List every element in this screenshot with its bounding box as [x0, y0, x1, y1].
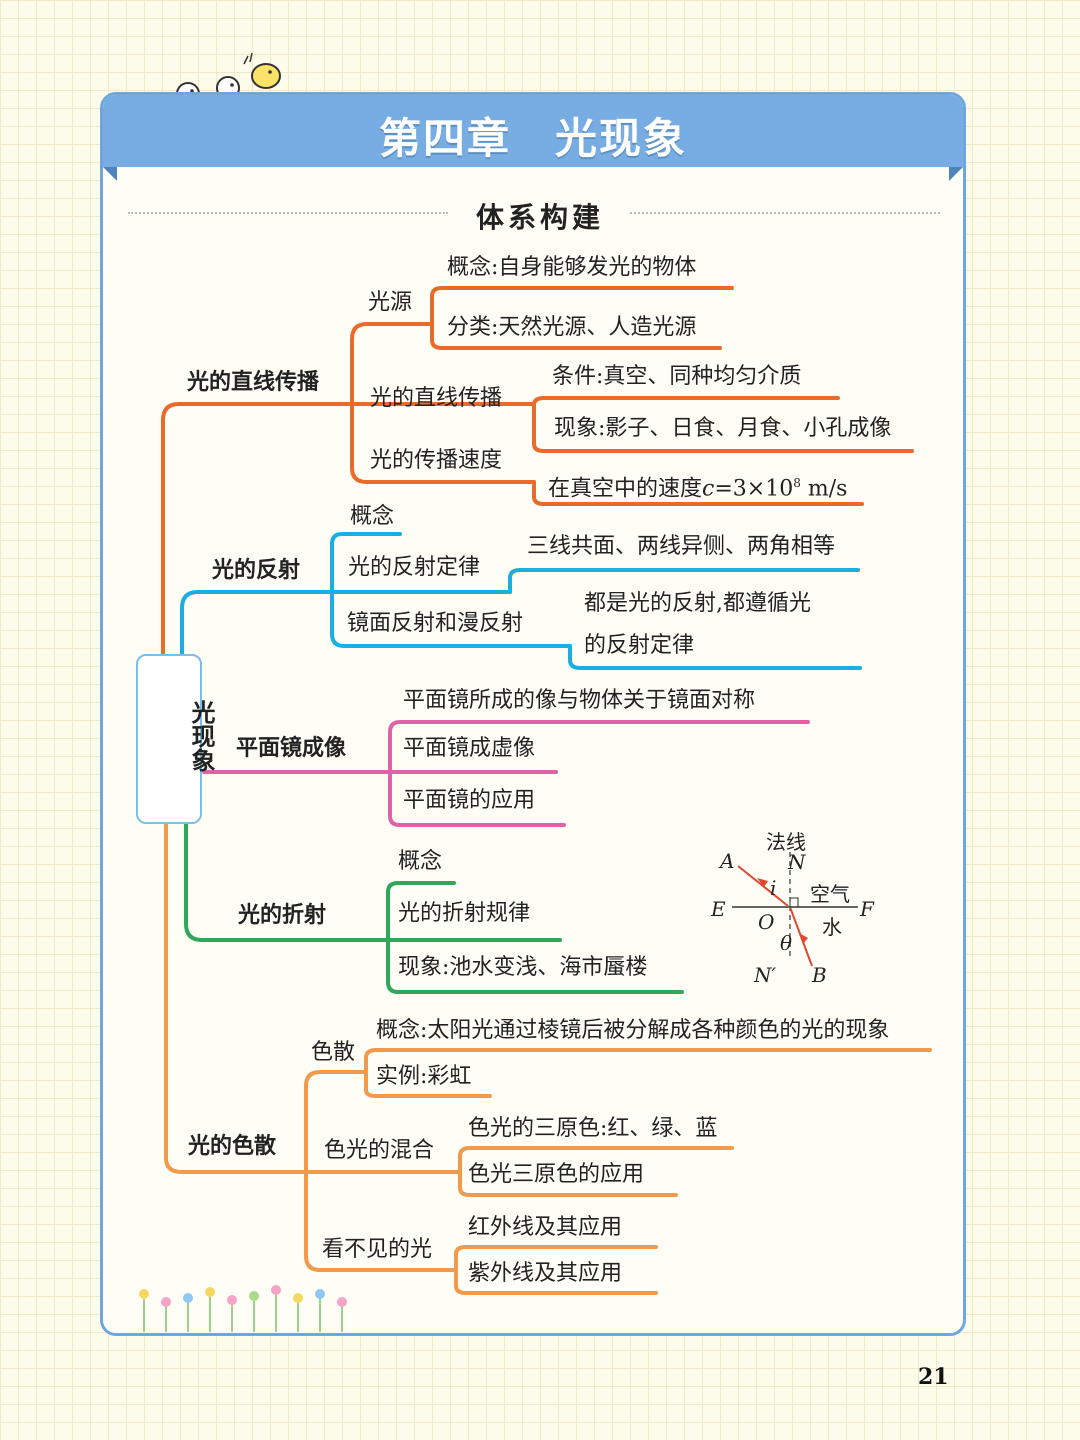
content-card: 第四章 光现象: [100, 92, 966, 1336]
section-divider-left: [128, 212, 448, 214]
speed-prefix: 在真空中的速度: [548, 476, 703, 502]
diagram-point-O: O: [758, 910, 775, 934]
branch-5-label: 光的色散: [188, 1134, 277, 1159]
b2-specular-detail-1: 都是光的反射,都遵循光: [584, 591, 811, 616]
banner-fold-right: [949, 167, 963, 181]
b4-concept: 概念: [398, 849, 443, 874]
diagram-point-A: A: [720, 849, 735, 873]
b1-phenomenon: 现象:影子、日食、月食、小孔成像: [554, 416, 892, 441]
b4-law: 光的折射规律: [398, 901, 531, 926]
branch-lines-4: [184, 822, 684, 994]
b1-light-source-label: 光源: [368, 290, 413, 315]
chapter-banner: [103, 95, 963, 167]
branch-lines-1: [161, 286, 914, 658]
b5-primary-colors: 色光的三原色:红、绿、蓝: [468, 1116, 718, 1141]
branch-lines-5: [164, 822, 932, 1295]
branch-lines-2: [180, 532, 862, 670]
diagram-point-E: E: [711, 897, 726, 921]
speed-exp: 8: [793, 476, 801, 490]
branch-1-label: 光的直线传播: [187, 370, 320, 395]
b3-virtual-image: 平面镜成虚像: [403, 736, 536, 761]
b4-phenomenon: 现象:池水变浅、海市蜃楼: [398, 955, 648, 980]
b5-dispersion-concept: 概念:太阳光通过棱镜后被分解成各种颜色的光的现象: [376, 1018, 890, 1043]
diagram-point-N: N: [788, 850, 806, 874]
diagram-point-F: F: [860, 897, 874, 921]
b3-symmetry: 平面镜所成的像与物体关于镜面对称: [403, 688, 756, 713]
b2-concept: 概念: [350, 504, 395, 529]
diagram-point-N-prime: N′: [754, 963, 777, 987]
b2-specular-detail-2: 的反射定律: [584, 633, 695, 658]
decorative-flowers: [139, 1285, 347, 1332]
page-number: 21: [918, 1364, 949, 1390]
chapter-title: 第四章 光现象: [378, 114, 687, 163]
section-divider-right: [630, 212, 940, 214]
b1-light-source-classify: 分类:天然光源、人造光源: [447, 315, 697, 340]
b1-light-source-concept: 概念:自身能够发光的物体: [447, 255, 697, 280]
refraction-diagram-lines: [732, 852, 858, 967]
b5-primary-application: 色光三原色的应用: [468, 1162, 645, 1187]
diagram-water-label: 水: [822, 915, 842, 939]
branch-3-label: 平面镜成像: [236, 736, 347, 761]
b1-straight-line-label: 光的直线传播: [370, 386, 503, 411]
diagram-point-B: B: [812, 963, 827, 987]
root-node-box: [136, 654, 202, 824]
diagram-normal-label: 法线: [766, 830, 806, 854]
branch-2-label: 光的反射: [212, 558, 301, 583]
diagram-air-label: 空气: [810, 882, 850, 906]
banner-fold-left: [103, 167, 117, 181]
b2-specular-label: 镜面反射和漫反射: [347, 611, 524, 636]
b1-speed-value: 在真空中的速度c=3×108 m/s: [548, 470, 847, 502]
b5-invisible-label: 看不见的光: [322, 1237, 433, 1262]
diagram-angle-i: i: [770, 876, 777, 900]
b3-application: 平面镜的应用: [403, 788, 536, 813]
speed-value: =3×10: [714, 476, 794, 502]
b5-infrared: 红外线及其应用: [468, 1215, 623, 1240]
b5-dispersion-label: 色散: [311, 1040, 356, 1065]
b1-speed-label: 光的传播速度: [370, 448, 503, 473]
branch-lines-3: [202, 720, 810, 827]
b1-condition: 条件:真空、同种均匀介质: [552, 364, 802, 389]
root-node-label: 光现象: [187, 700, 215, 772]
section-title: 体系构建: [475, 201, 604, 234]
b2-law-label: 光的反射定律: [348, 555, 481, 580]
b5-dispersion-example: 实例:彩虹: [376, 1064, 472, 1089]
b2-law-detail: 三线共面、两线异侧、两角相等: [527, 534, 836, 559]
branch-4-label: 光的折射: [238, 903, 327, 928]
diagram-angle-theta: θ: [780, 931, 793, 955]
b5-mixing-label: 色光的混合: [324, 1138, 435, 1163]
speed-unit: m/s: [800, 476, 848, 502]
b5-ultraviolet: 紫外线及其应用: [468, 1261, 623, 1286]
speed-var: c: [702, 476, 715, 502]
